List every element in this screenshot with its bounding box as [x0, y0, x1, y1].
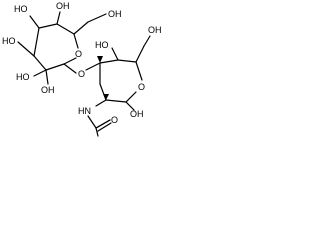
label-oh-right-top: OH	[148, 25, 162, 35]
bond-a-ch2	[73, 21, 89, 35]
bond-carbonyl-b	[97, 122, 112, 132]
label-oh-top-right: OH	[108, 9, 122, 19]
label-oh-anomeric: OH	[130, 109, 144, 119]
bond-acetyl-3	[95, 127, 99, 137]
label-oh-top: OH	[56, 1, 70, 11]
label-hn: HN	[78, 106, 91, 116]
label-o-ring-b: O	[138, 82, 145, 92]
bond-a3	[73, 33, 79, 49]
atom-labels: HO OH OH HO O HO OH HO OH O O OH HN O	[2, 1, 162, 125]
label-oh-ring-a-bottom: OH	[41, 85, 55, 95]
ring-a-bonds	[17, 11, 107, 85]
label-o-carbonyl: O	[111, 115, 118, 125]
bond-a4	[63, 57, 77, 65]
bond-b1	[85, 62, 101, 71]
bond-a6	[33, 55, 47, 71]
bond-a1	[38, 23, 58, 29]
label-ho-top-left: HO	[14, 4, 28, 14]
bond-a-glycosidic	[63, 63, 77, 74]
label-o-ring-a: O	[75, 49, 82, 59]
bond-b-ch2	[135, 45, 145, 63]
bond-b6	[105, 99, 127, 103]
bond-a-oh-top	[56, 11, 61, 25]
wedge-bond-1	[97, 56, 103, 63]
label-ho-left: HO	[2, 36, 16, 46]
bond-a-oh-bottom	[45, 69, 49, 85]
bond-a-ho-top-left	[29, 15, 40, 29]
bond-b-nh	[95, 99, 107, 107]
label-ho-mid-left: HO	[16, 72, 30, 82]
bond-a5	[45, 63, 65, 71]
bond-carbonyl-a	[95, 119, 111, 129]
ring-b-bonds	[85, 35, 151, 137]
bond-b-ch2-oh	[143, 35, 151, 47]
bond-b5	[125, 91, 137, 103]
bond-b-ho-center	[111, 47, 119, 61]
label-ho-center: HO	[95, 40, 109, 50]
bond-a-ch2-oh	[87, 13, 107, 23]
bond-a-ho-left	[17, 41, 35, 57]
bond-b4	[135, 61, 143, 81]
bond-a7	[33, 27, 40, 57]
bond-b-oh-anomeric	[125, 101, 135, 111]
bond-acetyl-1	[87, 115, 97, 129]
chemical-structure-diagram: HO OH OH HO O HO OH HO OH O O OH HN O	[2, 1, 162, 137]
wedge-bond-2	[103, 94, 109, 100]
bond-a2	[56, 23, 75, 35]
bond-b2	[99, 59, 119, 64]
bond-a-ho-mid-left	[33, 69, 47, 77]
bond-b3	[117, 59, 137, 63]
label-o-glycosidic: O	[78, 69, 85, 79]
